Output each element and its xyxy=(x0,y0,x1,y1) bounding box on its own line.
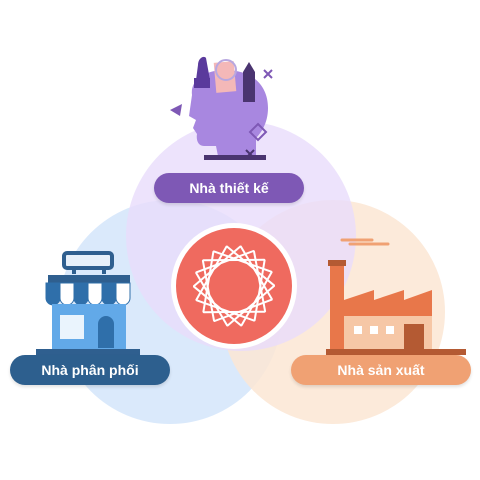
logo-thread-line xyxy=(239,245,273,300)
awning-stripe xyxy=(59,282,75,306)
logo-thread-line xyxy=(253,250,267,313)
logo-thread-line xyxy=(193,285,242,327)
manufacturer-label: Nhà sản xuất xyxy=(291,355,471,385)
distributor-label: Nhà phân phối xyxy=(10,355,170,385)
logo-thread-line xyxy=(202,310,266,314)
logo-thread-line xyxy=(240,271,273,327)
logo-thread-line xyxy=(213,298,273,322)
logo-thread-line xyxy=(202,258,266,262)
logo-thread-line xyxy=(193,245,242,287)
logo-thread-line xyxy=(253,259,266,322)
logo-thread-line xyxy=(195,272,229,327)
thread-logo-icon xyxy=(171,223,297,349)
awning-stripe xyxy=(115,282,131,306)
logo-thread-line xyxy=(213,250,273,273)
logo-thread-line xyxy=(226,285,275,327)
logo-thread-line xyxy=(202,250,215,313)
designer-head-icon xyxy=(170,56,273,160)
logo-thread-line xyxy=(195,299,255,322)
designer-label: Nhà thiết kế xyxy=(154,173,304,203)
storefront-icon xyxy=(36,251,140,355)
logo-thread-line xyxy=(195,250,255,274)
awning-stripe xyxy=(87,282,103,306)
factory-icon xyxy=(326,238,466,355)
logo-thread-line xyxy=(226,245,275,287)
awning-stripe xyxy=(45,282,61,306)
awning-stripe xyxy=(101,282,117,306)
logo-thread-line xyxy=(201,259,215,322)
logo-thread-line xyxy=(195,245,228,301)
awning-stripe xyxy=(73,282,89,306)
